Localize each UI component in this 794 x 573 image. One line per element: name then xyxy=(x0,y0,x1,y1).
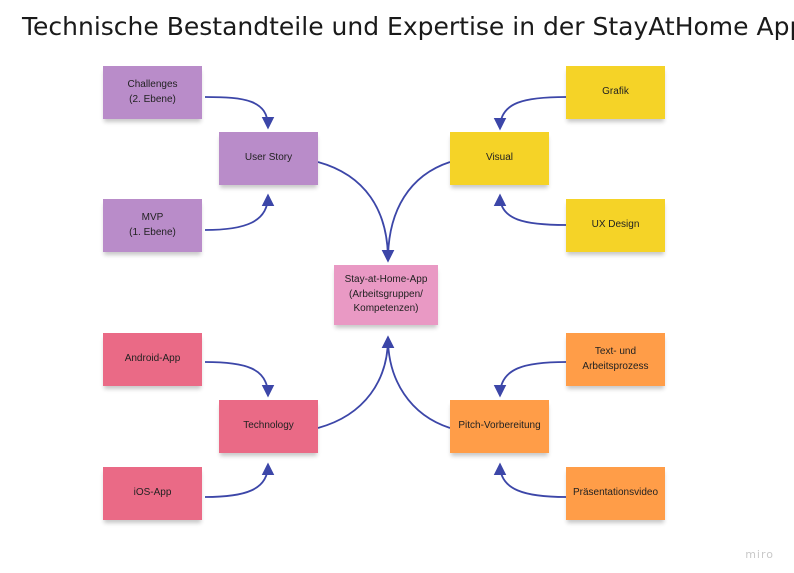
arrow-userstory-to-center xyxy=(317,161,395,263)
note-user-story[interactable]: User Story xyxy=(219,132,318,185)
note-praesentationsvideo[interactable]: Präsentationsvideo xyxy=(566,467,665,520)
note-technology[interactable]: Technology xyxy=(219,400,318,453)
note-text-arbeitsprozess[interactable]: Text- und Arbeitsprozess xyxy=(566,333,665,386)
note-ux-design[interactable]: UX Design xyxy=(566,199,665,252)
arrow-android-to-technology xyxy=(204,361,275,398)
arrow-ios-to-technology xyxy=(204,462,275,498)
arrow-technology-to-center xyxy=(317,335,395,429)
arrow-uxdesign-to-visual xyxy=(493,193,567,226)
note-mvp[interactable]: MVP (1. Ebene) xyxy=(103,199,202,252)
note-pitch-vorbereitung[interactable]: Pitch-Vorbereitung xyxy=(450,400,549,453)
note-challenges[interactable]: Challenges (2. Ebene) xyxy=(103,66,202,119)
arrow-grafik-to-visual xyxy=(493,96,567,131)
note-visual[interactable]: Visual xyxy=(450,132,549,185)
diagram-title: Technische Bestandteile und Expertise in… xyxy=(22,12,794,41)
arrow-pitch-to-center xyxy=(381,335,451,429)
note-center[interactable]: Stay-at-Home-App (Arbeitsgruppen/ Kompet… xyxy=(334,265,438,325)
note-ios-app[interactable]: iOS-App xyxy=(103,467,202,520)
arrow-visual-to-center xyxy=(381,161,451,263)
arrow-mvp-to-user-story xyxy=(204,193,275,231)
arrow-video-to-pitch xyxy=(493,462,567,498)
note-android-app[interactable]: Android-App xyxy=(103,333,202,386)
arrow-text-to-pitch xyxy=(493,361,567,398)
note-grafik[interactable]: Grafik xyxy=(566,66,665,119)
arrow-challenges-to-user-story xyxy=(204,96,275,130)
miro-watermark: miro xyxy=(745,548,774,561)
